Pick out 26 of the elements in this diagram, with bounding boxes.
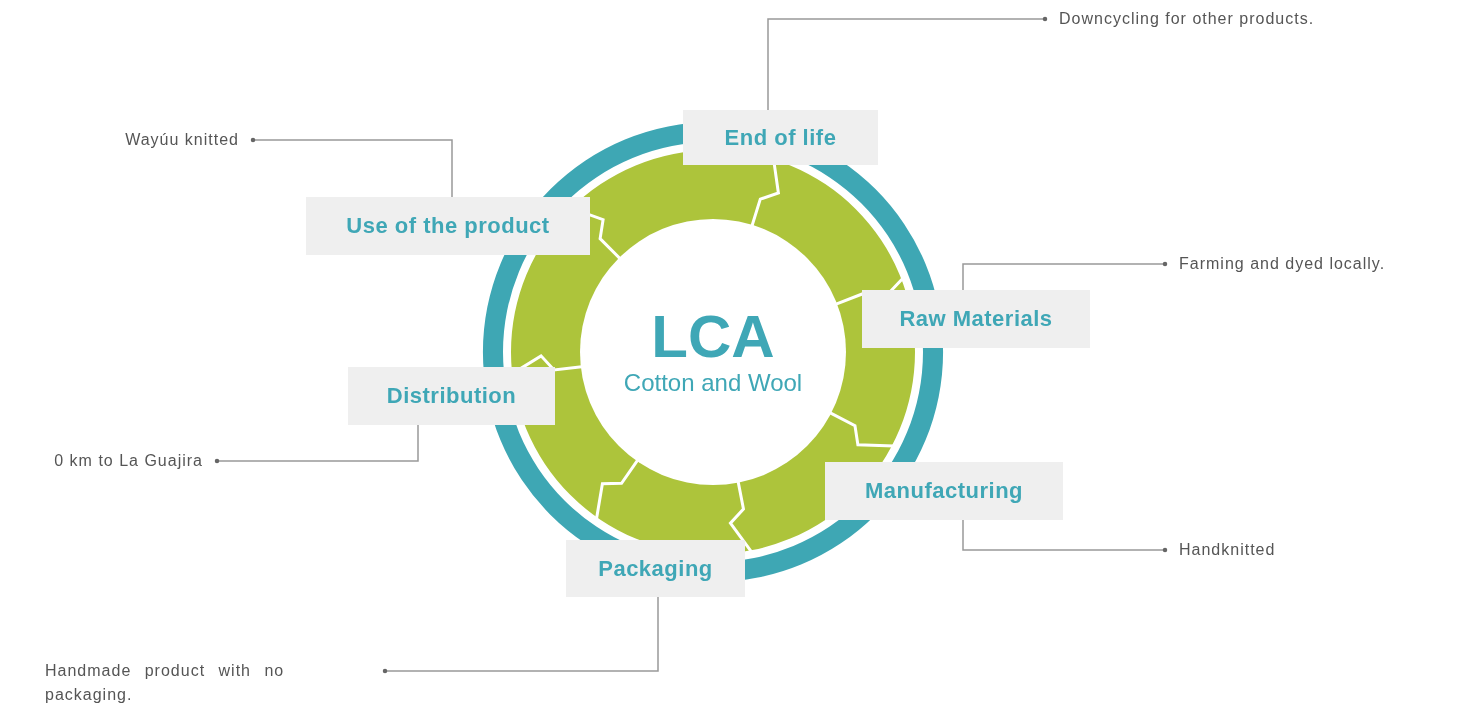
stage-label: Packaging	[598, 555, 713, 582]
annotation-text: Handmade product with no packaging.	[45, 662, 285, 703]
leader-line	[214, 424, 419, 464]
stage-label-box	[683, 110, 878, 165]
stage-label-box	[862, 290, 1090, 348]
annotation-text: Farming and dyed locally.	[1179, 255, 1386, 272]
stage-label: Use of the product	[346, 213, 550, 239]
stage-label: Distribution	[386, 383, 517, 409]
stage-label: End of life	[724, 124, 837, 151]
annotation-text: 0 km to La Guajira	[54, 452, 203, 469]
leader-line	[382, 596, 659, 674]
center-subtitle: Cotton and Wool	[623, 368, 803, 398]
leader-line	[962, 261, 1168, 291]
leader-line	[767, 16, 1048, 111]
stage-label: Raw Materials	[899, 306, 1053, 332]
stage-label-box	[306, 197, 590, 255]
stage-label: Manufacturing	[864, 478, 1024, 504]
stage-label-box	[348, 367, 555, 425]
stage-label-box	[825, 462, 1063, 520]
stage-label-box	[566, 540, 745, 597]
leader-line	[962, 519, 1168, 553]
leader-line	[250, 137, 453, 198]
annotation-text: Handknitted	[1179, 541, 1276, 558]
center-title: LCA	[651, 306, 775, 368]
annotation-text: Wayúu knitted	[125, 131, 239, 148]
annotation-text: Downcycling for other products.	[1059, 10, 1315, 27]
